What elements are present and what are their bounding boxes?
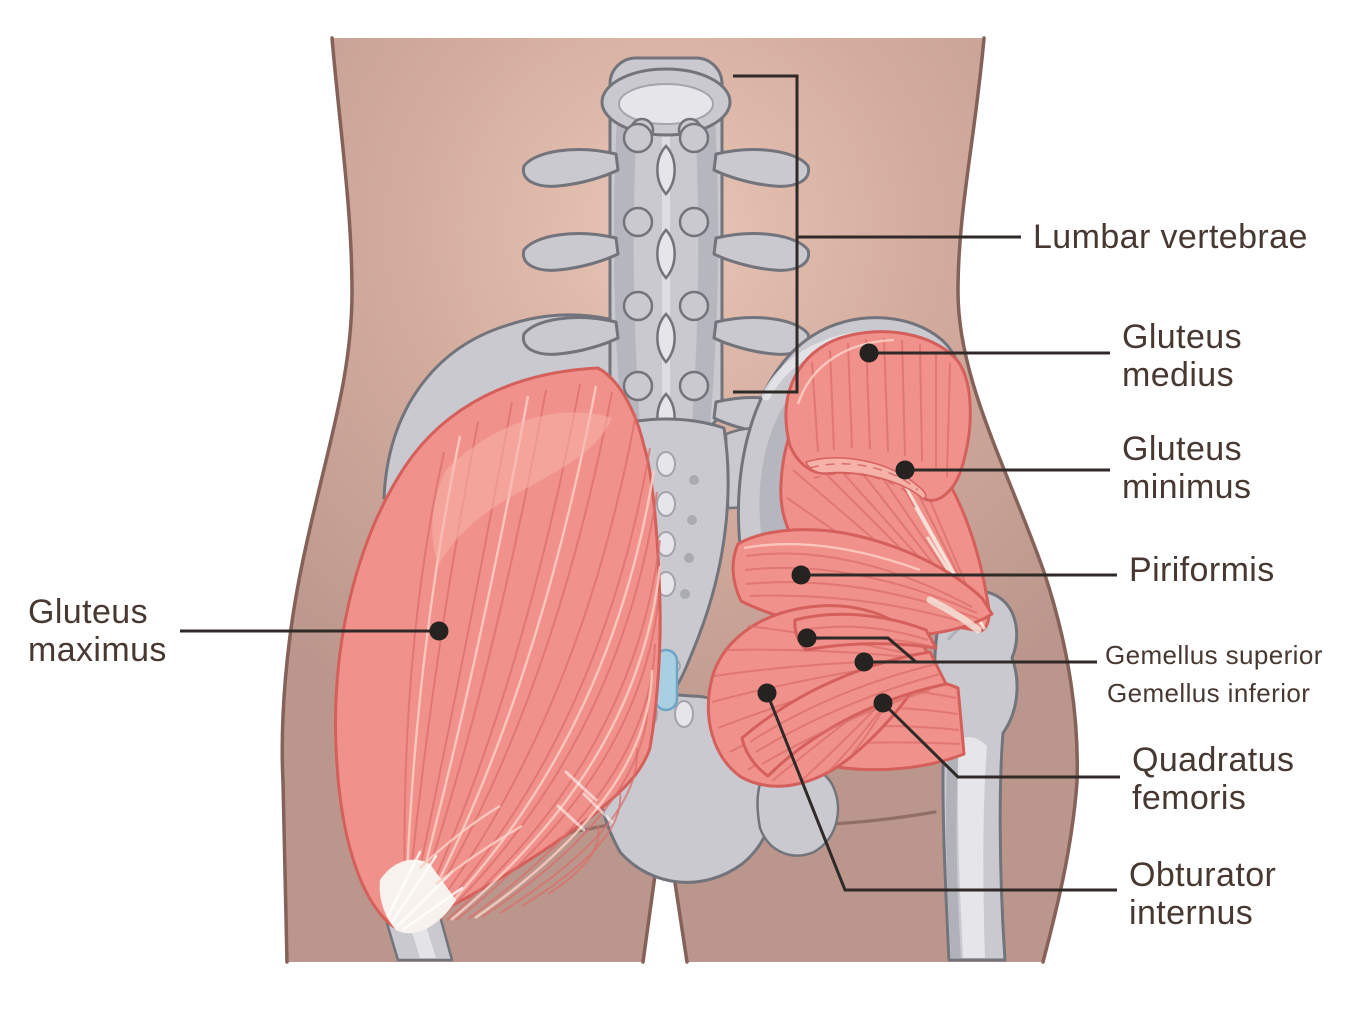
sacral-hiatus: [674, 700, 694, 728]
gemellus-superior-leader-line: [807, 636, 917, 664]
gluteus-medius-leader-dot: [859, 343, 879, 363]
gluteus-maximus-leader-dot: [429, 621, 449, 641]
lumbar-vertebrae-leader-line: [733, 74, 799, 394]
label-gluteus-maximus: Gluteus maximus: [28, 593, 167, 669]
gluteus-minimus-leader-dot: [895, 460, 915, 480]
label-gluteus-minimus: Gluteus minimus: [1122, 430, 1252, 506]
obturator-internus-leader-dot: [757, 683, 777, 703]
quadratus-femoris-leader-line: [881, 701, 1120, 779]
quadratus-femoris-leader-dot: [873, 693, 893, 713]
gemellus-inferior-leader-dot: [854, 652, 874, 672]
gemellus-inferior-muscle: [740, 650, 948, 778]
label-lumbar-vertebrae: Lumbar vertebrae: [1033, 218, 1308, 256]
left-body-contour: [280, 36, 354, 964]
piriformis-leader-dot: [791, 565, 811, 585]
label-obturator-internus: Obturator internus: [1129, 856, 1277, 932]
gemellus-superior-leader-dot: [797, 628, 817, 648]
right-body-contour: [956, 36, 1080, 964]
label-quadratus-femoris: Quadratus femoris: [1132, 741, 1295, 817]
obturator-internus-leader-line: [765, 692, 1117, 892]
label-gemellus-inferior: Gemellus inferior: [1107, 678, 1311, 708]
gluteus-maximus-muscle: [334, 366, 662, 934]
label-piriformis: Piriformis: [1129, 551, 1275, 589]
gluteus-medius-muscle: [784, 330, 972, 502]
label-gemellus-superior: Gemellus superior: [1105, 640, 1323, 670]
leader-lines: [180, 74, 1120, 892]
label-gluteus-medius: Gluteus medius: [1122, 318, 1242, 394]
